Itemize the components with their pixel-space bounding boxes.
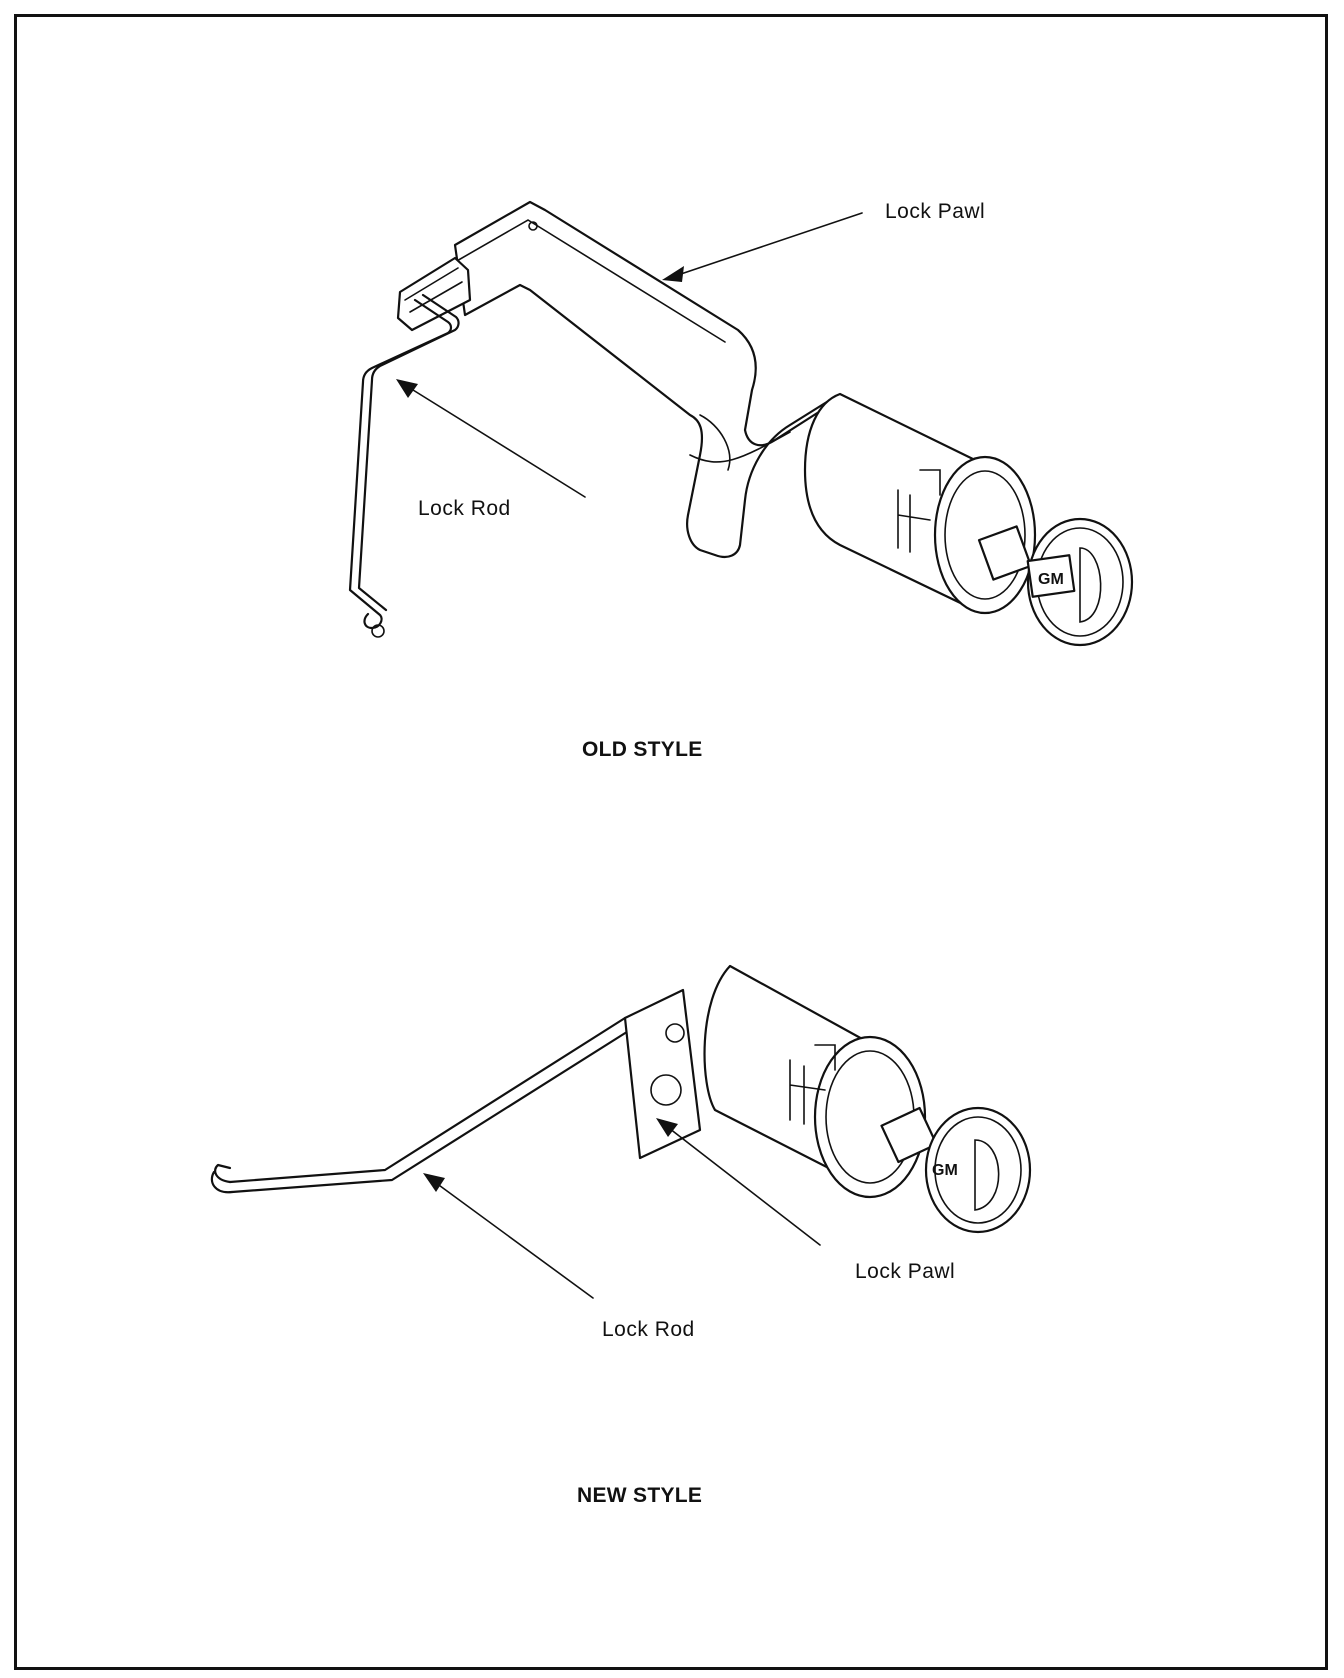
old-lock-pawl-label: Lock Pawl (885, 200, 985, 223)
new-lock-pawl (623, 988, 702, 1160)
old-style-assembly: GM Lock Pawl Lock Rod OLD STYLE (348, 200, 1134, 761)
new-style-caption: NEW STYLE (577, 1484, 702, 1507)
old-key-logo: GM (1038, 571, 1064, 588)
figure-frame (14, 14, 1328, 1670)
new-key: GM (924, 1106, 1032, 1234)
new-lock-pawl-label: Lock Pawl (855, 1260, 955, 1283)
old-lock-cylinder (803, 392, 1037, 615)
new-lock-rod-label: Lock Rod (602, 1318, 695, 1341)
old-leader-lines (396, 212, 863, 498)
old-lock-pawl (396, 200, 842, 559)
new-lock-rod (210, 1016, 632, 1194)
old-lock-rod-label: Lock Rod (418, 497, 511, 520)
old-style-caption: OLD STYLE (582, 738, 703, 761)
old-key: GM (1026, 517, 1134, 647)
new-lock-cylinder (703, 964, 938, 1199)
new-leader-lines (423, 1118, 821, 1299)
new-key-logo: GM (932, 1162, 958, 1179)
old-lock-rod (348, 293, 460, 638)
new-style-assembly: GM Lock Pawl Lock Rod NEW STYLE (210, 964, 1032, 1507)
